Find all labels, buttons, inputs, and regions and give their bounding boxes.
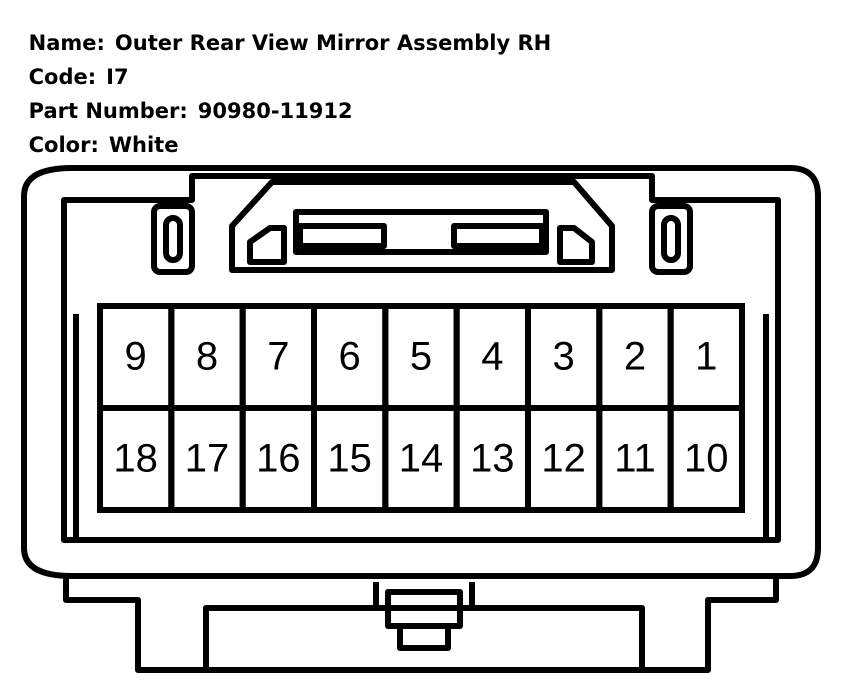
housing-outline <box>21 165 821 579</box>
latch-slot-right <box>451 223 545 249</box>
code-label: Code: <box>28 65 97 89</box>
pin-label-14: 14 <box>399 437 444 481</box>
color-label: Color: <box>28 133 99 157</box>
pin-label-17: 17 <box>185 437 230 481</box>
pin-label-12: 12 <box>541 437 586 481</box>
name-label: Name: <box>28 31 105 55</box>
pin-label-8: 8 <box>196 335 218 379</box>
part-number-row: Part Number: 90980-11912 <box>14 80 353 122</box>
latch-ramp-left <box>247 225 287 265</box>
pin-label-16: 16 <box>256 437 301 481</box>
lock-tab-slot <box>203 605 645 670</box>
part-number-label: Part Number: <box>28 99 188 123</box>
pin-label-5: 5 <box>410 335 432 379</box>
code-row: Code: I7 <box>14 46 129 88</box>
housing-inner-frame <box>61 173 781 543</box>
latch-housing <box>229 179 615 273</box>
pin-label-4: 4 <box>481 335 503 379</box>
part-number-value: 90980-11912 <box>197 99 353 123</box>
guide-post-right-slot <box>661 215 681 263</box>
pin-label-13: 13 <box>470 437 515 481</box>
pin-label-3: 3 <box>553 335 575 379</box>
housing-skirt <box>63 576 779 673</box>
color-row: Color: White <box>14 114 179 157</box>
name-row: Name: Outer Rear View Mirror Assembly RH <box>14 12 552 55</box>
name-value: Outer Rear View Mirror Assembly RH <box>114 31 552 55</box>
pin-label-18: 18 <box>113 437 158 481</box>
latch-slot-left <box>297 223 387 249</box>
pin-label-1: 1 <box>695 335 717 379</box>
pin-label-10: 10 <box>684 437 729 481</box>
guide-post-left-slot <box>163 215 183 263</box>
code-value: I7 <box>106 65 129 89</box>
pin-label-6: 6 <box>339 335 361 379</box>
latch-ramp-right <box>557 225 595 265</box>
pin-cell-10 <box>667 405 745 513</box>
pin-label-15: 15 <box>327 437 372 481</box>
pin-label-7: 7 <box>267 335 289 379</box>
pin-label-2: 2 <box>624 335 646 379</box>
guide-post-right <box>649 203 693 275</box>
pin-label-9: 9 <box>125 335 147 379</box>
guide-post-left <box>151 203 195 275</box>
pin-cells: 9 8 7 6 5 4 3 2 1 18 17 16 15 14 13 12 11 10 <box>97 303 745 513</box>
color-value: White <box>108 133 179 157</box>
pin-label-11: 11 <box>614 437 656 481</box>
latch-bar <box>293 209 549 255</box>
lock-tab-foot <box>397 623 451 651</box>
